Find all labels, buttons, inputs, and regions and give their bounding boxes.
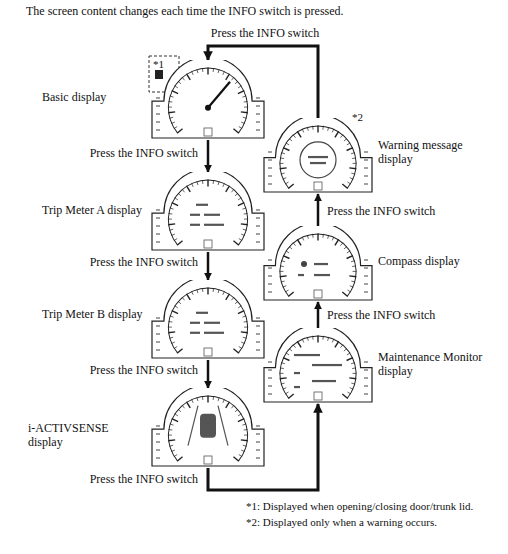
meter-illustration bbox=[150, 172, 266, 252]
flow-arrow bbox=[317, 194, 320, 226]
display-name: i-ACTIVSENSE display bbox=[28, 421, 146, 449]
dial-arc bbox=[168, 68, 248, 134]
display-name: Compass display bbox=[378, 254, 500, 268]
display-name: Warning message display bbox=[378, 138, 478, 166]
gear-indicator bbox=[204, 348, 212, 356]
display-screen: Trip Meter A display bbox=[150, 172, 266, 252]
side-gauge bbox=[256, 318, 260, 350]
dial-arc bbox=[279, 233, 356, 296]
screen-content bbox=[300, 142, 336, 178]
dial-ticks bbox=[168, 396, 248, 462]
dial-arc bbox=[168, 288, 248, 354]
side-gauge bbox=[156, 210, 160, 242]
door-icon bbox=[155, 70, 163, 79]
edge-label: Press the INFO switch bbox=[78, 146, 198, 160]
dial-arc bbox=[279, 335, 356, 398]
dial-ticks bbox=[168, 68, 248, 134]
display-name: Maintenance Monitor display bbox=[378, 350, 500, 378]
footnote: *2: Displayed only when a warning occurs… bbox=[246, 515, 437, 529]
display-screen: Warning message display bbox=[262, 118, 374, 194]
gear-indicator bbox=[204, 128, 212, 136]
edge-label: Press the INFO switch bbox=[327, 308, 451, 322]
edge-label: Press the INFO switch bbox=[78, 363, 198, 377]
display-name: Trip Meter B display bbox=[42, 307, 146, 321]
meter-illustration bbox=[150, 60, 266, 140]
cluster-outline bbox=[152, 172, 264, 250]
cluster-outline bbox=[152, 60, 264, 138]
edge-label: Press the INFO switch bbox=[327, 204, 451, 218]
side-gauge bbox=[256, 210, 260, 242]
gear-indicator bbox=[204, 456, 212, 464]
cluster-outline bbox=[152, 280, 264, 358]
side-gauge bbox=[268, 152, 272, 184]
edge-label: Press the INFO switch bbox=[78, 255, 198, 269]
display-screen: Maintenance Monitor display bbox=[262, 328, 374, 404]
dial-ticks bbox=[168, 288, 248, 354]
dial-ticks bbox=[279, 335, 356, 398]
display-screen: Basic display bbox=[150, 60, 266, 140]
dial-arc bbox=[168, 396, 248, 462]
screen-content bbox=[298, 261, 330, 276]
cluster-outline bbox=[264, 226, 372, 300]
side-gauge bbox=[156, 426, 160, 458]
display-name: Trip Meter A display bbox=[42, 203, 146, 217]
side-gauge bbox=[268, 260, 272, 292]
side-gauge bbox=[364, 362, 368, 394]
screen-content bbox=[188, 406, 228, 446]
dial-arc bbox=[279, 125, 356, 188]
cluster-outline bbox=[264, 328, 372, 402]
title: The screen content changes each time the… bbox=[26, 4, 344, 18]
side-gauge bbox=[156, 98, 160, 130]
dial-ticks bbox=[279, 125, 356, 188]
flow-arrow bbox=[207, 360, 210, 388]
side-gauge bbox=[256, 426, 260, 458]
dial-ticks bbox=[168, 180, 248, 246]
side-gauge bbox=[364, 260, 368, 292]
screen-content bbox=[205, 82, 230, 111]
screen-content bbox=[190, 204, 224, 226]
screen-content bbox=[190, 312, 224, 334]
flow-arrow bbox=[207, 140, 210, 172]
side-gauge bbox=[256, 98, 260, 130]
gear-indicator bbox=[314, 290, 322, 298]
cluster-outline bbox=[264, 118, 372, 192]
cluster-outline bbox=[152, 388, 264, 466]
callout-number: *1 bbox=[153, 57, 164, 71]
edge-label: Press the INFO switch bbox=[78, 472, 198, 486]
side-gauge bbox=[268, 362, 272, 394]
gear-indicator bbox=[204, 240, 212, 248]
meter-illustration bbox=[150, 280, 266, 360]
dial-arc bbox=[168, 180, 248, 246]
gear-indicator bbox=[314, 392, 322, 400]
display-screen: Compass display bbox=[262, 226, 374, 302]
flow-arrow bbox=[207, 252, 210, 280]
display-name: Basic display bbox=[42, 90, 142, 104]
meter-illustration bbox=[262, 328, 374, 404]
footnote: *1: Displayed when opening/closing door/… bbox=[246, 499, 473, 513]
callout-number: *2 bbox=[352, 110, 363, 124]
meter-illustration bbox=[262, 118, 374, 194]
side-gauge bbox=[364, 152, 368, 184]
meter-illustration bbox=[262, 226, 374, 302]
display-screen: i-ACTIVSENSE display bbox=[150, 388, 266, 468]
flow-arrow bbox=[317, 302, 320, 328]
edge-label: Press the INFO switch bbox=[200, 26, 330, 40]
dial-ticks bbox=[279, 233, 356, 296]
display-screen: Trip Meter B display bbox=[150, 280, 266, 360]
meter-illustration bbox=[150, 388, 266, 468]
gear-indicator bbox=[314, 182, 322, 190]
screen-content bbox=[294, 354, 342, 388]
side-gauge bbox=[156, 318, 160, 350]
